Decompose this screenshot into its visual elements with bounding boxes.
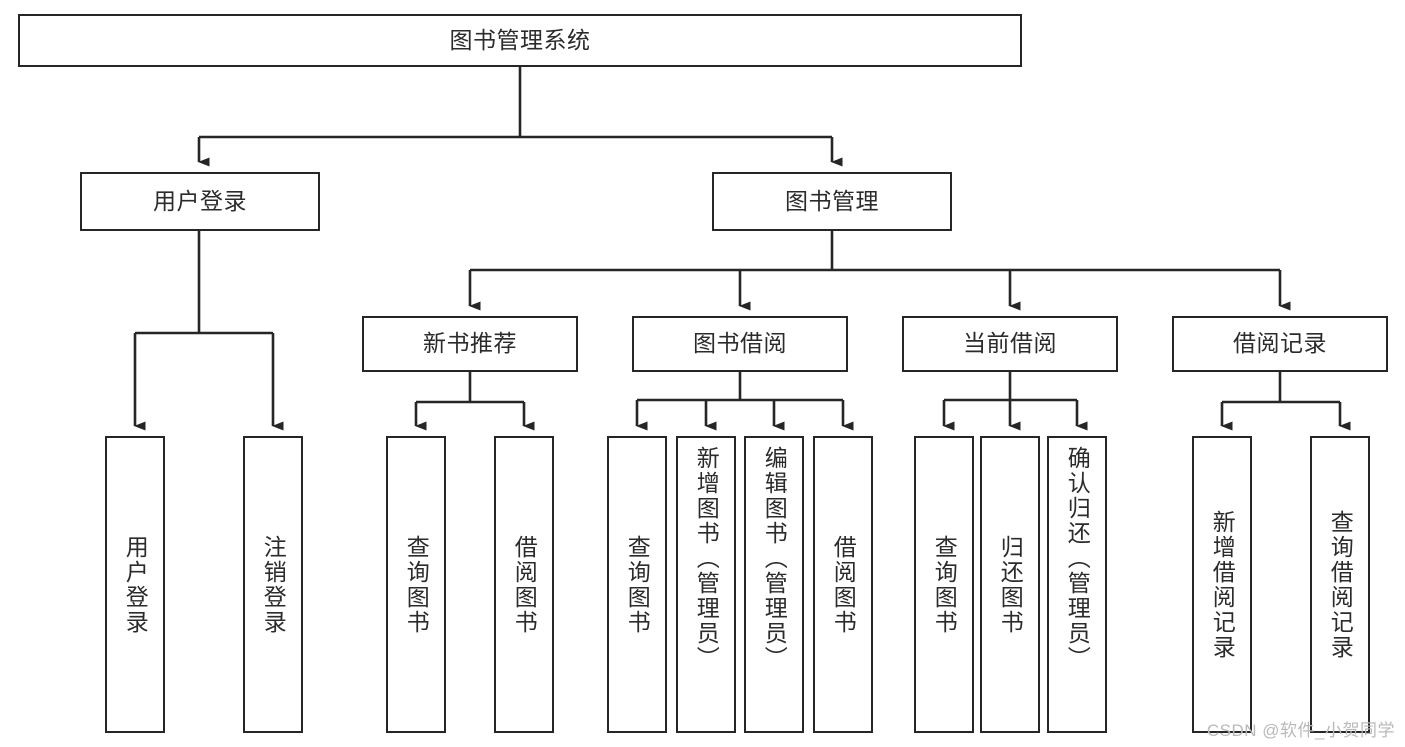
leaf-book-borrow-edit-book-admin[interactable]: 编辑图书（管理员） — [744, 436, 804, 733]
leaf-new-book-query-book[interactable]: 查询图书 — [386, 436, 446, 733]
node-label: 新书推荐 — [423, 330, 517, 357]
node-borrow-record[interactable]: 借阅记录 — [1172, 316, 1388, 372]
node-root-library-management-system[interactable]: 图书管理系统 — [18, 14, 1022, 67]
node-label: 图书借阅 — [693, 330, 787, 357]
node-user-login[interactable]: 用户登录 — [80, 172, 320, 231]
node-label: 用户登录 — [153, 187, 247, 214]
node-label: 图书管理 — [785, 187, 879, 214]
node-label: 确认归还（管理员） — [1064, 446, 1091, 671]
node-label: 查询图书 — [403, 534, 430, 635]
node-label: 查询借阅记录 — [1327, 509, 1354, 660]
node-label: 查询图书 — [931, 534, 958, 635]
node-book-borrow[interactable]: 图书借阅 — [632, 316, 848, 372]
leaf-book-borrow-query-book[interactable]: 查询图书 — [607, 436, 667, 733]
node-label: 注销登录 — [260, 534, 287, 635]
node-label: 用户登录 — [122, 534, 149, 635]
node-new-book-recommend[interactable]: 新书推荐 — [362, 316, 578, 372]
leaf-borrow-record-query-record[interactable]: 查询借阅记录 — [1310, 436, 1370, 733]
node-book-management[interactable]: 图书管理 — [712, 172, 952, 231]
node-label: 查询图书 — [624, 534, 651, 635]
leaf-new-book-borrow-book[interactable]: 借阅图书 — [494, 436, 554, 733]
node-label: 归还图书 — [997, 534, 1024, 635]
node-label: 新增图书（管理员） — [693, 446, 720, 671]
leaf-current-borrow-confirm-return-admin[interactable]: 确认归还（管理员） — [1047, 436, 1107, 733]
leaf-book-borrow-borrow-book[interactable]: 借阅图书 — [813, 436, 873, 733]
node-label: 借阅图书 — [830, 534, 857, 635]
node-label: 借阅图书 — [511, 534, 538, 635]
leaf-book-borrow-add-book-admin[interactable]: 新增图书（管理员） — [676, 436, 736, 733]
leaf-current-borrow-return-book[interactable]: 归还图书 — [980, 436, 1040, 733]
node-label: 图书管理系统 — [449, 26, 591, 53]
leaf-user-login-logout[interactable]: 注销登录 — [243, 436, 303, 733]
node-current-borrow[interactable]: 当前借阅 — [902, 316, 1118, 372]
leaf-borrow-record-add-record[interactable]: 新增借阅记录 — [1192, 436, 1252, 733]
leaf-current-borrow-query-book[interactable]: 查询图书 — [914, 436, 974, 733]
node-label: 当前借阅 — [963, 330, 1057, 357]
node-label: 借阅记录 — [1233, 330, 1327, 357]
csdn-watermark: CSDN @软件_小贺同学 — [1206, 721, 1395, 740]
node-label: 新增借阅记录 — [1209, 509, 1236, 660]
node-label: 编辑图书（管理员） — [761, 446, 788, 671]
leaf-user-login-login[interactable]: 用户登录 — [105, 436, 165, 733]
